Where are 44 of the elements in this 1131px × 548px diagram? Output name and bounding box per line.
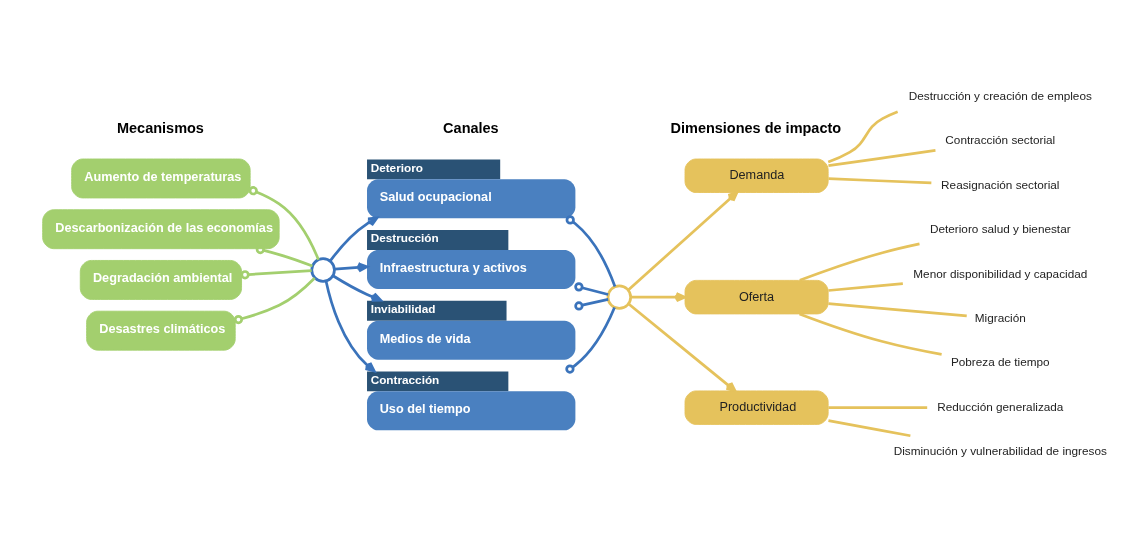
node-text: Disminución y vulnerabilidad de ingresos <box>893 443 1107 457</box>
node-circle <box>606 283 632 310</box>
connector <box>574 281 609 296</box>
arrow <box>324 280 376 372</box>
label: Canales <box>443 119 499 136</box>
connector <box>233 276 316 324</box>
node-text: Reasignación sectorial <box>941 177 1060 191</box>
connector <box>799 312 942 356</box>
arrow <box>627 190 739 291</box>
connector <box>565 214 617 287</box>
connector <box>240 268 312 279</box>
node-text: Pobreza de tiempo <box>950 354 1050 368</box>
node-text: Destrucción y creación de empleos <box>908 88 1092 102</box>
node-box: Productividad <box>684 389 829 425</box>
node-box: Demanda <box>684 158 829 193</box>
arrow <box>630 291 687 302</box>
connector <box>827 110 899 163</box>
node-text: Menor disponibilidad y capacidad <box>913 266 1088 280</box>
connector <box>828 301 967 317</box>
label: Mecanismos <box>116 119 204 136</box>
node-box: Oferta <box>684 279 829 314</box>
node-circle <box>310 256 336 283</box>
connector <box>799 242 920 282</box>
node-text: Migración <box>974 310 1026 324</box>
arrow <box>329 216 379 262</box>
connector <box>828 281 903 292</box>
node-text: Deterioro salud y bienestar <box>929 221 1071 235</box>
node-box: Degradación ambiental <box>79 259 242 300</box>
connector <box>574 297 609 311</box>
node-box: Desastres climáticos <box>86 310 236 351</box>
node-box: Descarbonización de las economías <box>42 208 280 249</box>
connector <box>565 306 616 374</box>
connector <box>828 405 928 409</box>
label: Dimensiones de impacto <box>670 119 842 136</box>
node-text: Reducción generalizada <box>937 399 1064 413</box>
connector <box>828 148 936 167</box>
arrow <box>332 274 382 302</box>
connector <box>828 418 911 437</box>
node-box: Aumento de temperaturas <box>71 158 251 198</box>
node-text: Contracción sectorial <box>945 132 1056 146</box>
arrow <box>334 261 369 272</box>
connector <box>828 176 932 184</box>
arrow <box>627 302 737 392</box>
connector <box>248 185 320 260</box>
